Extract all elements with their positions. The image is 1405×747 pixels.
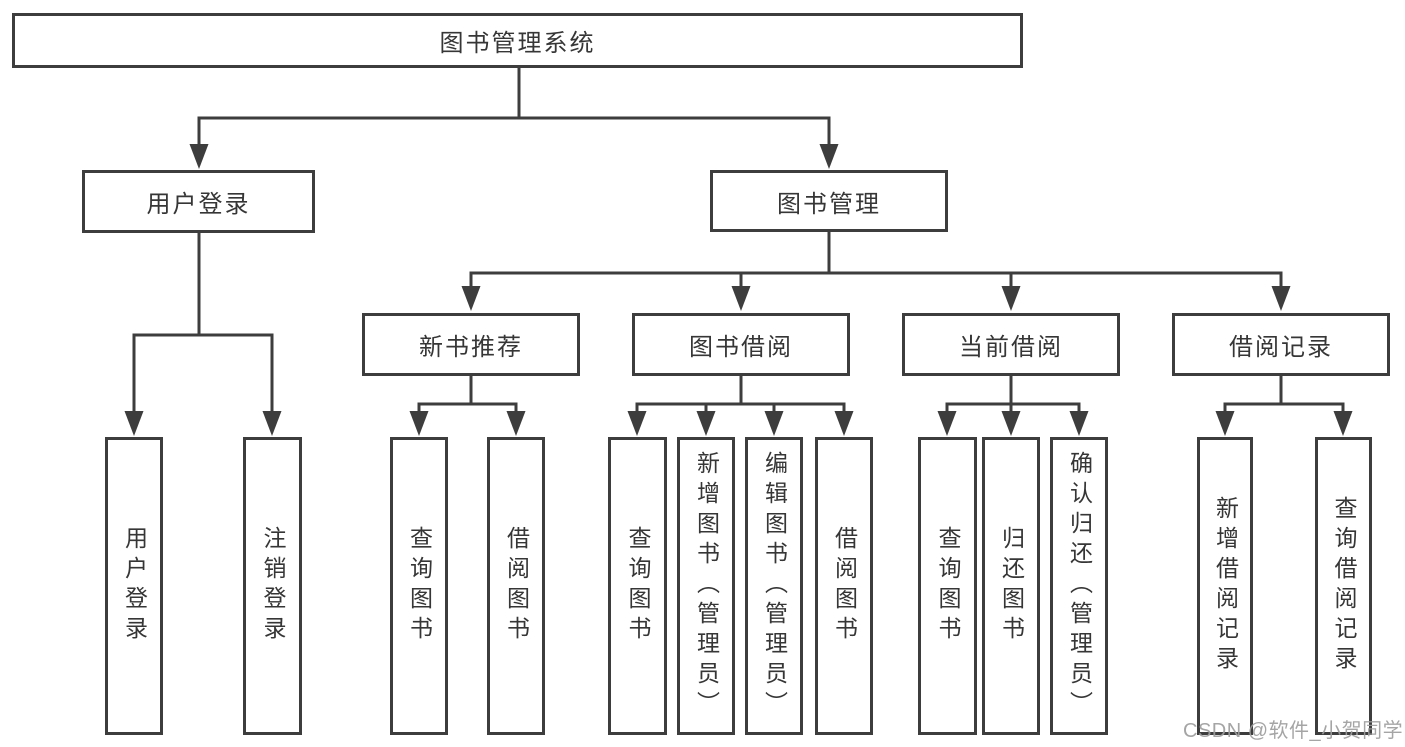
node-label: 确认归还（管理员） <box>1066 451 1093 721</box>
node-new-book-recommend: 新书推荐 <box>362 313 580 376</box>
leaf-edit-books-admin: 编辑图书（管理员） <box>745 437 803 735</box>
watermark: CSDN @软件_小贺同学 <box>1183 720 1404 742</box>
leaf-return-books: 归还图书 <box>982 437 1040 735</box>
node-label: 借阅图书 <box>831 526 858 646</box>
leaf-query-borrow-record: 查询借阅记录 <box>1315 437 1372 735</box>
node-label: 借阅图书 <box>503 526 530 646</box>
arrow-down-icons <box>124 144 1353 436</box>
leaf-borrow-books: 借阅图书 <box>815 437 873 735</box>
leaf-query-books: 查询图书 <box>918 437 977 735</box>
leaf-query-books: 查询图书 <box>608 437 667 735</box>
node-label: 借阅记录 <box>1229 334 1333 361</box>
node-label: 查询借阅记录 <box>1331 496 1357 676</box>
node-label: 用户登录 <box>121 526 148 646</box>
node-book-management: 图书管理 <box>710 170 948 232</box>
node-label: 用户登录 <box>146 191 251 218</box>
node-label: 编辑图书（管理员） <box>761 451 788 721</box>
leaf-query-books: 查询图书 <box>390 437 448 735</box>
node-label: 查询图书 <box>406 526 433 646</box>
node-label: 图书管理系统 <box>439 30 596 57</box>
leaf-borrow-books: 借阅图书 <box>487 437 545 735</box>
node-root-system: 图书管理系统 <box>12 13 1023 68</box>
leaf-logout: 注销登录 <box>243 437 302 735</box>
node-label: 图书管理 <box>777 190 881 218</box>
node-current-borrowing: 当前借阅 <box>902 313 1120 376</box>
node-label: 查询图书 <box>935 526 961 646</box>
node-label: 新增借阅记录 <box>1212 496 1239 676</box>
node-label: 归还图书 <box>998 526 1025 646</box>
node-label: 新增图书（管理员） <box>693 451 720 721</box>
leaf-confirm-return-admin: 确认归还（管理员） <box>1050 437 1108 735</box>
leaf-user-login: 用户登录 <box>105 437 163 735</box>
node-user-login: 用户登录 <box>82 170 315 233</box>
node-borrow-records: 借阅记录 <box>1172 313 1390 376</box>
node-book-borrowing: 图书借阅 <box>632 313 850 376</box>
node-label: 新书推荐 <box>419 334 523 361</box>
leaf-add-borrow-record: 新增借阅记录 <box>1197 437 1253 735</box>
node-label: 查询图书 <box>625 526 651 646</box>
node-label: 图书借阅 <box>689 334 793 361</box>
leaf-add-books-admin: 新增图书（管理员） <box>677 437 735 735</box>
node-label: 当前借阅 <box>959 334 1063 361</box>
node-label: 注销登录 <box>260 526 286 646</box>
